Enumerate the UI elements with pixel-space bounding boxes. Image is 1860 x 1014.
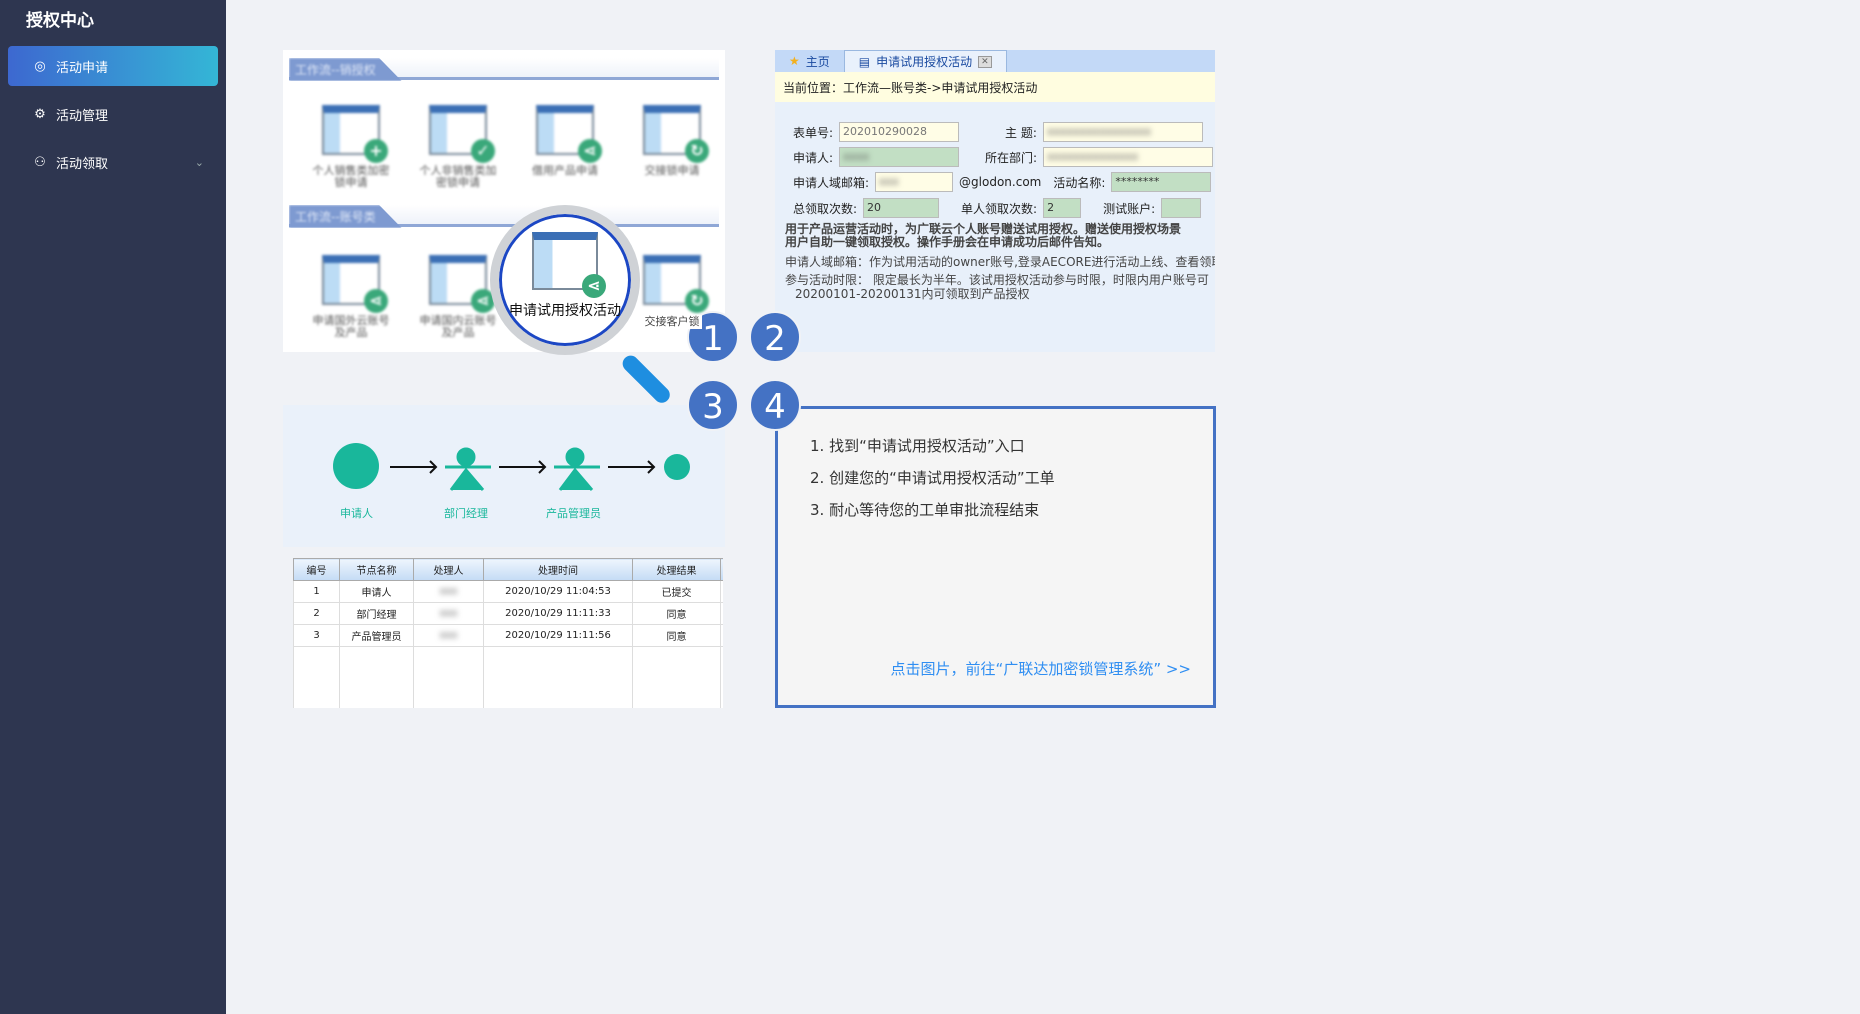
step-badge-4: 4: [749, 379, 801, 431]
magnified-label: 申请试用授权活动: [509, 303, 621, 319]
form-share-icon: ⋖: [532, 232, 606, 298]
sidebar-item-label: 活动领取: [56, 156, 109, 172]
tile-label: 借用产品申请: [532, 164, 598, 177]
sidebar-item-label: 活动申请: [56, 60, 109, 76]
tile: ⋖申请国外云账号及产品: [311, 255, 391, 339]
step1-image[interactable]: 工作流--销授权 工作流--账号类 +个人销售类加密锁申请 ✓个人非销售类加密锁…: [283, 50, 725, 352]
palette-icon: ◎: [34, 58, 46, 74]
doc-gear-icon: ⚙: [34, 106, 46, 122]
form-icon: ▤: [858, 54, 871, 69]
app-title: 授权中心: [26, 11, 94, 31]
tile: +个人销售类加密锁申请: [311, 105, 391, 189]
tile: ⋖借用产品申请: [525, 105, 605, 177]
sidebar-item-activity-claim[interactable]: ⚇ 活动领取 ⌄: [8, 142, 218, 182]
node-label: 产品管理员: [546, 507, 601, 520]
section-title: 工作流--销授权: [289, 58, 402, 81]
form-plus-icon: +: [322, 105, 388, 163]
section-band: 工作流--销授权: [289, 58, 719, 81]
flow-diagram: [333, 443, 690, 491]
tab-apply: ▤申请试用授权活动✕: [843, 50, 1007, 72]
form-refresh-icon: ↻: [643, 255, 709, 313]
tile-label: 交接客户锁: [642, 315, 702, 329]
sidebar: 授权中心 ◎ 活动申请 ⚙ 活动管理 ⚇ 活动领取 ⌄: [0, 0, 226, 1014]
goto-system-link[interactable]: 点击图片，前往“广联达加密锁管理系统” >>: [890, 660, 1191, 678]
instruction-step: 3. 耐心等待您的工单审批流程结束: [810, 501, 1040, 519]
chevron-down-icon: ⌄: [194, 155, 204, 169]
tile: ✓个人非销售类加密锁申请: [418, 105, 498, 189]
tile: ↻交接锁申请: [632, 105, 712, 177]
node-label: 部门经理: [444, 507, 488, 520]
step-badge-2: 2: [749, 311, 801, 363]
form-check-icon: ✓: [429, 105, 495, 163]
node-label: 申请人: [340, 507, 373, 520]
star-icon: ★: [789, 54, 800, 68]
section-title: 工作流--账号类: [289, 205, 402, 228]
form-no-field: 202010290028: [839, 122, 960, 142]
form-refresh-icon: ↻: [643, 105, 709, 163]
breadcrumb: 当前位置：工作流—账号类->申请试用授权活动: [775, 72, 1215, 102]
instruction-step: 2. 创建您的“申请试用授权活动”工单: [810, 469, 1055, 487]
tile-label: 个人非销售类加密锁申请: [419, 164, 497, 189]
instructions-box[interactable]: 1. 找到“申请试用授权活动”入口 2. 创建您的“申请试用授权活动”工单 3.…: [775, 406, 1216, 708]
form-share-icon: ⋖: [536, 105, 602, 163]
step3-flow[interactable]: 申请人 部门经理 产品管理员: [283, 405, 725, 547]
form-share-icon: ⋖: [322, 255, 388, 313]
form-share-icon: ⋖: [429, 255, 495, 313]
close-icon: ✕: [978, 55, 992, 68]
user-chart-icon: ⚇: [34, 154, 46, 170]
sidebar-item-label: 活动管理: [56, 108, 109, 124]
instruction-step: 1. 找到“申请试用授权活动”入口: [810, 437, 1025, 455]
end-node: [664, 454, 690, 480]
sidebar-item-activity-manage[interactable]: ⚙ 活动管理: [8, 94, 218, 134]
step-badge-3: 3: [687, 379, 739, 431]
start-node: [333, 443, 379, 489]
tile: ⋖申请国内云账号及产品: [418, 255, 498, 339]
magnifier: ⋖ 申请试用授权活动: [490, 205, 640, 355]
tile-label: 交接锁申请: [644, 164, 700, 177]
flow-arrows: [390, 460, 656, 474]
magnifier-handle: [619, 352, 674, 407]
tile-label: 申请国内云账号及产品: [419, 314, 497, 339]
sidebar-item-activity-apply[interactable]: ◎ 活动申请: [8, 46, 218, 86]
actor-icons: [445, 447, 600, 491]
tile-label: 申请国外云账号及产品: [312, 314, 390, 339]
tab-home: ★主页: [789, 54, 830, 69]
tile: ↻ 交接客户锁: [632, 255, 712, 329]
section-band: 工作流--账号类: [289, 205, 719, 228]
step2-image[interactable]: ★主页 ▤申请试用授权活动✕ 当前位置：工作流—账号类->申请试用授权活动 表单…: [775, 50, 1215, 352]
tile-label: 个人销售类加密锁申请: [312, 164, 390, 189]
